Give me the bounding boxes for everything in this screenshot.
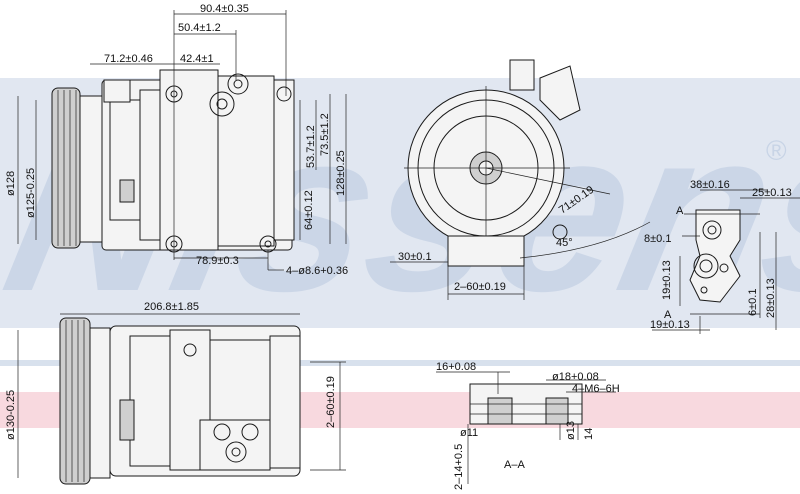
dim-section-16: 16+0.08: [436, 361, 476, 373]
dim-section-bottom: 2–14+0.5: [453, 444, 465, 490]
dim-front-dia-outer: ø128: [5, 171, 17, 196]
dim-front-v3: 128±0.25: [335, 150, 347, 196]
dim-front-bottom: 78.9±0.3: [196, 255, 239, 267]
dim-front-left: 71.2±0.46: [104, 53, 153, 65]
dim-flange-right: 25±0.13: [752, 187, 792, 199]
dim-flange-v-right2: 28±0.13: [765, 278, 777, 318]
dim-flange-h-bottom: 19±0.13: [650, 319, 690, 331]
bottom-view: 206.8±1.85 ø130-0.25 2–60±0.19: [5, 301, 346, 485]
dim-front-v1: 53.7±1.2: [305, 125, 317, 168]
dim-side-angle: 45°: [556, 237, 573, 249]
dim-section-11: ø11: [460, 427, 478, 439]
dim-flange-v-right1: 6±0.1: [747, 289, 759, 316]
dim-bottom-slots: 2–60±0.19: [325, 376, 337, 428]
flange-plate: [689, 209, 741, 303]
brand-registered-mark: ®: [766, 135, 787, 166]
label-a-bottom: A: [664, 309, 672, 321]
dim-front-v4: 64±0.12: [303, 190, 315, 230]
label-a-top: A: [676, 205, 684, 217]
dim-front-top: 90.4±0.35: [200, 3, 249, 15]
dim-side-slots: 2–60±0.19: [454, 281, 506, 293]
dim-bottom-dia: ø130-0.25: [5, 390, 17, 440]
dim-front-dia-inner: ø125-0.25: [25, 168, 37, 218]
dim-section-13: ø13: [565, 421, 577, 440]
dim-front-v2: 73.5±1.2: [319, 113, 331, 156]
dim-section-thread: 4–M6–6H: [572, 383, 620, 395]
dim-section-14: 14: [583, 428, 595, 440]
dim-front-mid: 50.4±1.2: [178, 22, 221, 34]
dim-bottom-length: 206.8±1.85: [144, 301, 199, 313]
dim-section-18: ø18+0.08: [552, 371, 599, 383]
dim-flange-v-left: 19±0.13: [661, 260, 673, 300]
dim-front-holes: 4–ø8.6+0.36: [286, 265, 348, 277]
section-view: 16+0.08 ø18+0.08 4–M6–6H ø11 ø13 14 2–14…: [436, 361, 620, 490]
dim-flange-top: 38±0.16: [690, 179, 730, 191]
dim-side-offset: 30±0.1: [398, 251, 432, 263]
blue-thin-stripe: [0, 360, 800, 366]
dim-flange-small: 8±0.1: [644, 233, 671, 245]
pulley-bottom: [59, 317, 91, 485]
dim-front-center: 42.4±1: [180, 53, 214, 65]
flange-view: 38±0.16 25±0.13 8±0.1 A A 19±0.13 19±0.1…: [644, 179, 800, 334]
section-title: A–A: [504, 459, 525, 471]
front-view: 90.4±0.35 50.4±1.2 71.2±0.46 42.4±1 ø128…: [5, 3, 348, 277]
